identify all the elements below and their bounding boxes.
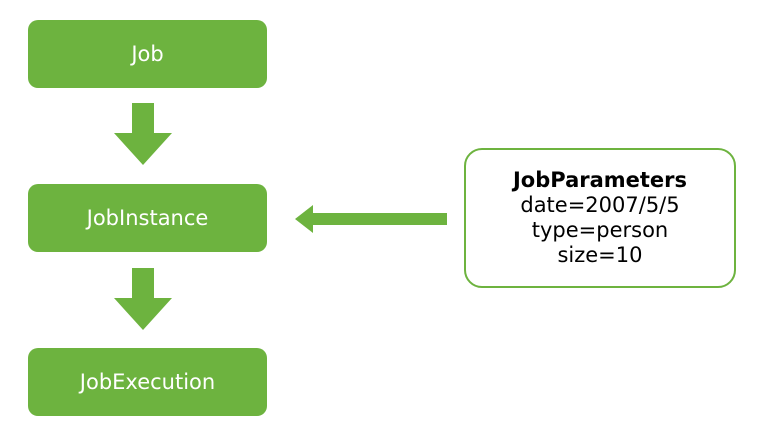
- job-execution-node: JobExecution: [28, 348, 267, 416]
- job-node: Job: [28, 20, 267, 88]
- job-parameter-size: size=10: [557, 243, 643, 267]
- job-instance-node: JobInstance: [28, 184, 267, 252]
- down-arrow-icon: [114, 268, 172, 330]
- job-parameters-box: JobParameters date=2007/5/5 type=person …: [464, 148, 736, 288]
- job-parameter-date: date=2007/5/5: [520, 193, 680, 217]
- job-parameter-type: type=person: [531, 218, 669, 242]
- job-parameters-title: JobParameters: [512, 168, 688, 192]
- down-arrow-icon: [114, 103, 172, 165]
- job-node-label: Job: [131, 42, 164, 66]
- left-arrow-icon: [295, 205, 447, 233]
- job-execution-node-label: JobExecution: [79, 370, 216, 394]
- job-instance-node-label: JobInstance: [86, 206, 209, 230]
